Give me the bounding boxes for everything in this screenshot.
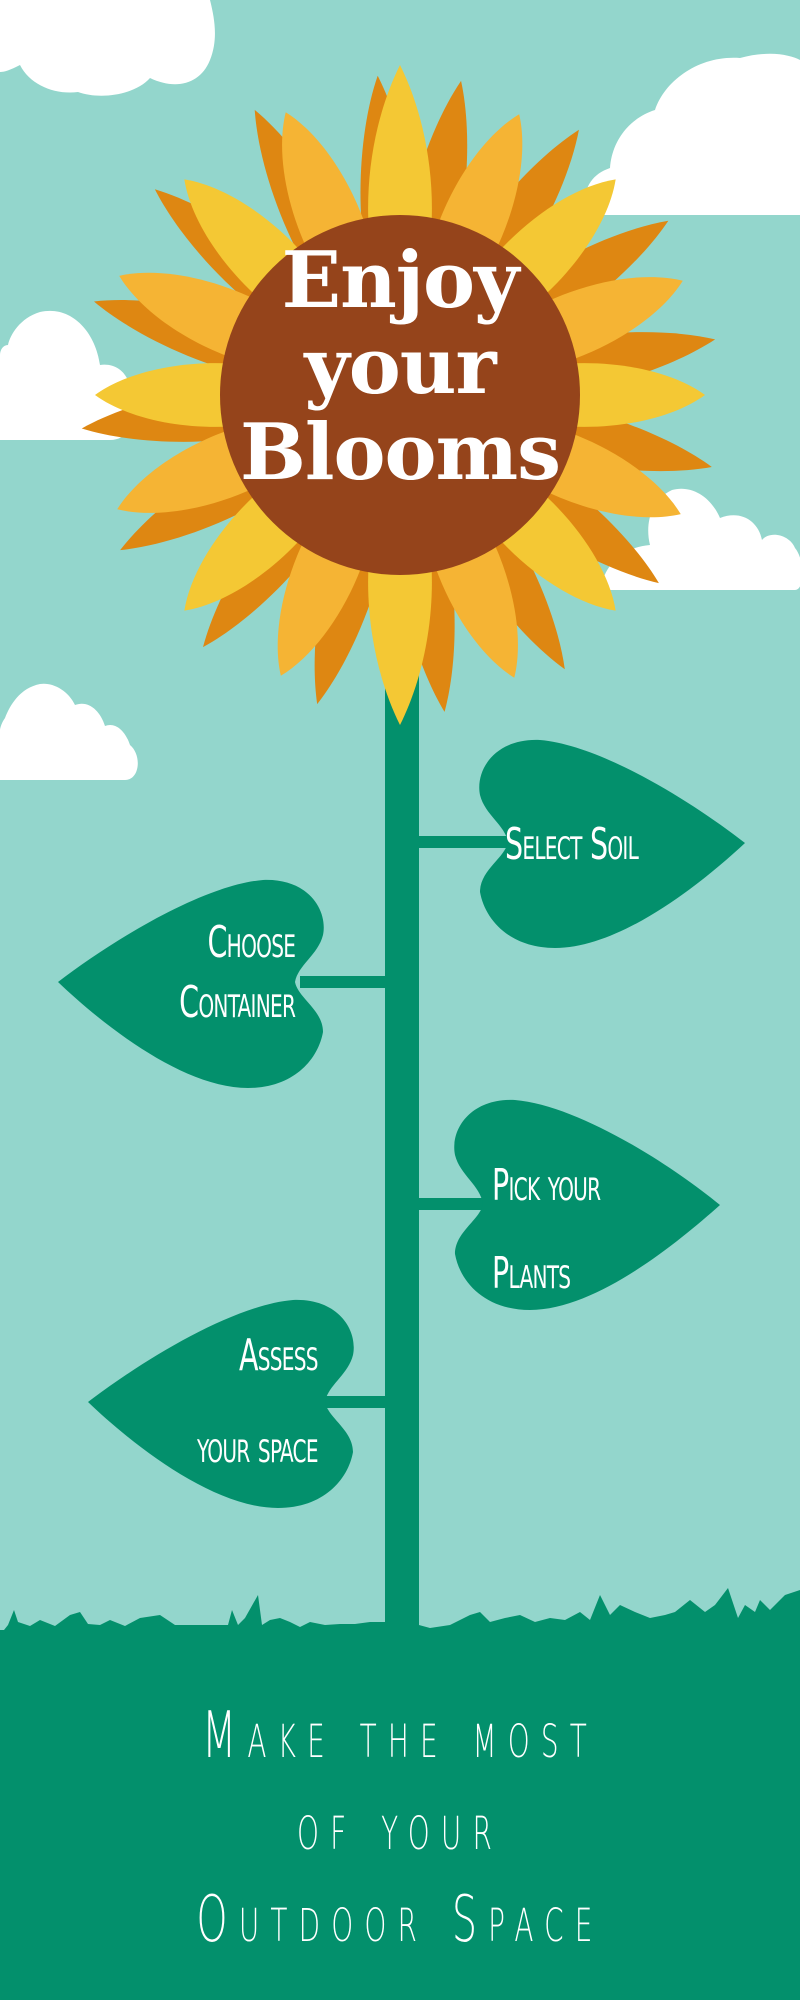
cloud-icon — [0, 0, 215, 96]
cloud-icon — [0, 683, 138, 780]
step-text: Plants — [492, 1248, 571, 1299]
cloud-icon — [600, 488, 800, 590]
cloud-icon — [0, 310, 131, 440]
branch — [419, 836, 509, 848]
stem — [385, 660, 419, 1635]
step-text: Choose — [207, 917, 295, 968]
leaf-select-soil — [479, 739, 745, 948]
step-assess-space-label: Assess your space — [197, 1310, 319, 1494]
step-text: your space — [197, 1422, 319, 1473]
step-text: Pick your — [492, 1160, 601, 1211]
branch — [300, 976, 385, 988]
cloud-icon — [584, 53, 800, 215]
ground — [0, 1630, 800, 2000]
flower-center — [220, 215, 580, 575]
title-line: your — [304, 321, 496, 412]
footer-line: of your — [296, 1791, 504, 1865]
page-title: Enjoy your Blooms — [220, 238, 580, 496]
branch — [325, 1396, 385, 1408]
leaf-choose-container — [58, 879, 324, 1088]
step-select-soil-label: Select Soil — [505, 815, 639, 875]
step-choose-container-label: Choose Container — [178, 913, 296, 1033]
grass — [419, 1588, 800, 1640]
footer-line: Outdoor Space — [196, 1883, 604, 1957]
title-line: Blooms — [239, 407, 561, 498]
title-line: Enjoy — [281, 235, 520, 326]
leaf-assess-space — [88, 1299, 354, 1508]
step-pick-plants-label: Pick your Plants — [492, 1142, 601, 1318]
branch — [419, 1198, 494, 1210]
sunflower — [81, 65, 716, 725]
footer-line: Make the most — [201, 1699, 598, 1773]
grass — [0, 1595, 385, 1635]
step-text: Assess — [239, 1330, 319, 1381]
leaf-pick-plants — [454, 1099, 720, 1310]
footer-tagline: Make the most of your Outdoor Space — [0, 1690, 800, 1966]
step-text: Container — [178, 977, 296, 1028]
step-text: Select Soil — [505, 819, 639, 870]
